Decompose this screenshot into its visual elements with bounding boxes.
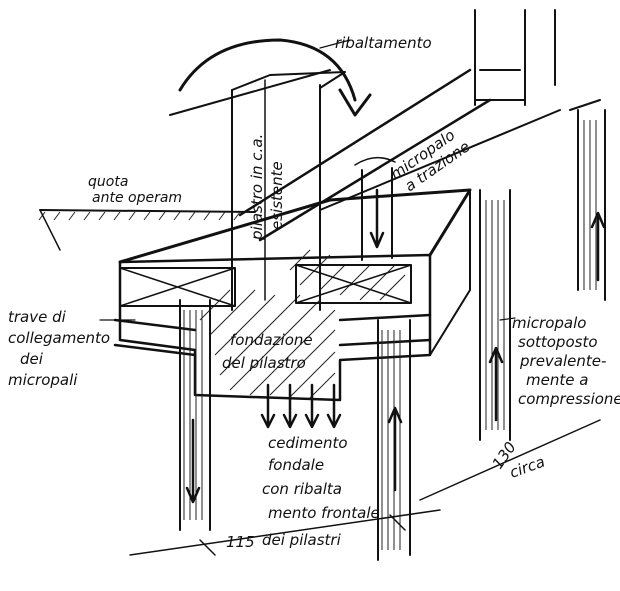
label-trave-2: collegamento [8, 329, 110, 347]
label-cedimento-1: cedimento [268, 434, 348, 452]
label-compressione-4: mente a [526, 371, 588, 389]
label-compressione-5: compressione [518, 390, 620, 408]
label-trave-3: dei [20, 350, 44, 368]
label-compressione-3: prevalente- [519, 352, 606, 370]
rear-beam [169, 68, 561, 242]
label-fondazione-2: del pilastro [222, 354, 306, 372]
label-pilastro-1: pilastro in c.a. [248, 134, 266, 241]
leader-lines [99, 39, 516, 321]
label-cedimento-2: fondale [268, 456, 324, 474]
foundation-block [113, 188, 472, 402]
pile-force-arrows [185, 188, 606, 504]
label-fondazione-1: fondazione [230, 331, 313, 349]
overturning-arrow [178, 38, 372, 117]
ground-line [38, 209, 256, 251]
label-compressione-2: sottoposto [518, 333, 598, 351]
label-quota-2: ante operam [92, 190, 182, 206]
front-micropiles [179, 299, 411, 561]
dimension-lines [129, 419, 601, 556]
label-cedimento-4: mento frontale [268, 504, 380, 522]
dimension-115: 115 [226, 533, 255, 551]
settlement-arrows [260, 383, 342, 429]
rear-micropiles [354, 99, 606, 441]
label-trave-1: trave di [8, 308, 67, 326]
label-ribaltamento: ribaltamento [335, 34, 432, 52]
upper-column-fragment [474, 9, 556, 106]
label-trave-4: micropali [8, 371, 78, 389]
label-pilastro-2: esistente [268, 161, 286, 230]
label-cedimento-5: dei pilastri [262, 531, 342, 549]
label-cedimento-3: con ribalta [262, 480, 342, 498]
label-quota-1: quota [88, 174, 128, 190]
label-compressione-1: micropalo [512, 314, 586, 332]
